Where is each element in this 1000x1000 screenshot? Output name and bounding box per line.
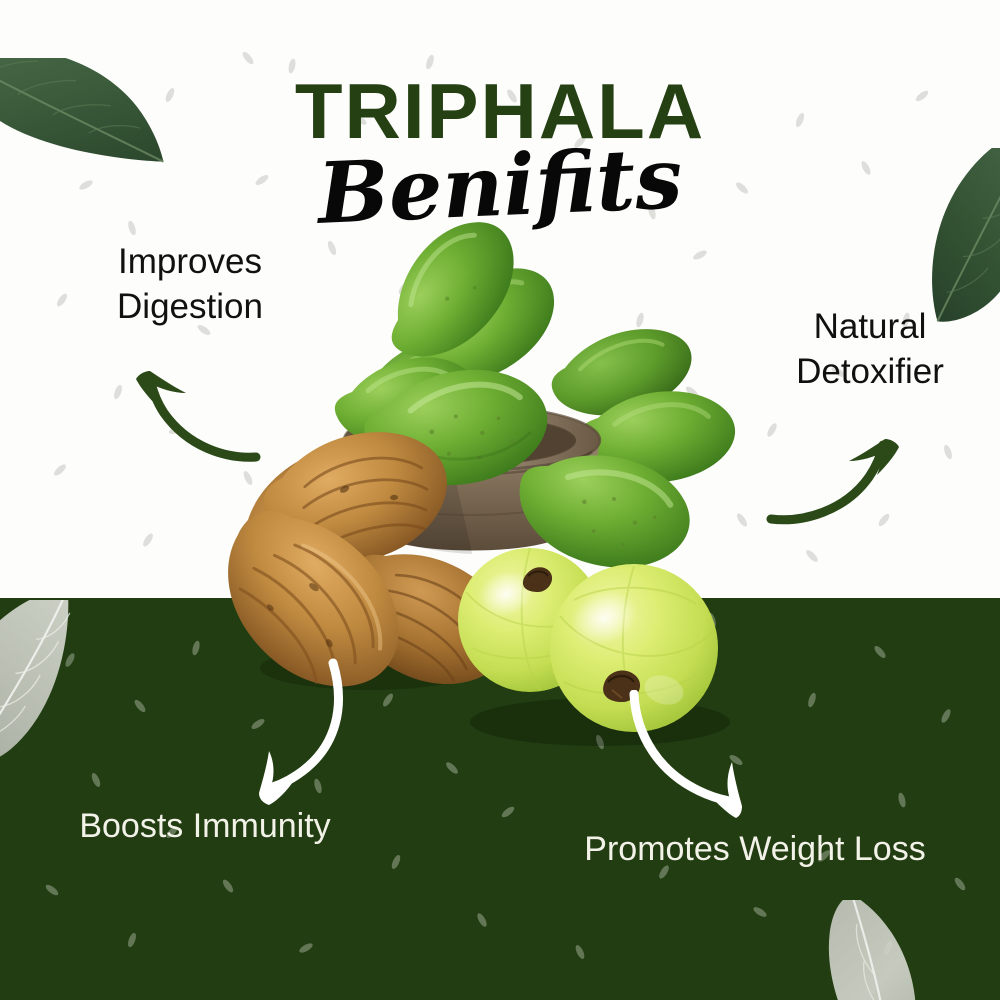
- page-title: TRIPHALA: [294, 67, 706, 155]
- benefit-label-digestion: Improves Digestion: [117, 242, 263, 326]
- amla-gooseberries: [458, 547, 730, 746]
- amla-right: [550, 564, 718, 732]
- benefit-label-weight-loss: Promotes Weight Loss: [584, 830, 926, 868]
- benefit-label-detoxifier: Natural Detoxifier: [796, 307, 944, 391]
- benefit-label-immunity: Boosts Immunity: [79, 807, 331, 845]
